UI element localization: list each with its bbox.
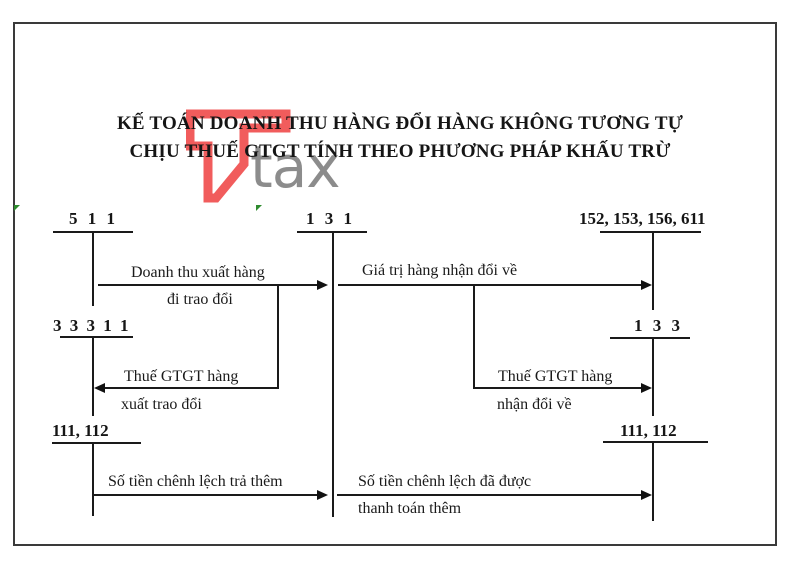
arrow-right-icon bbox=[317, 490, 328, 500]
flow-vat-out-label-1: Thuế GTGT hàng bbox=[124, 368, 239, 385]
account-152-t-stem bbox=[652, 231, 654, 310]
account-152-t-bar bbox=[600, 231, 701, 233]
diagram-frame bbox=[13, 22, 777, 546]
account-131-label: 1 3 1 bbox=[306, 209, 355, 228]
flow-received-extra-line bbox=[337, 494, 642, 496]
account-133-t-stem bbox=[652, 337, 654, 416]
account-152-153-156-611-label: 152, 153, 156, 611 bbox=[579, 209, 706, 228]
flow-vat-out-line bbox=[104, 387, 279, 389]
account-33311-label: 3 3 3 1 1 bbox=[53, 316, 131, 335]
artifact-mark bbox=[14, 205, 20, 211]
account-111-112-left-t-stem bbox=[92, 442, 94, 516]
account-511-t-stem bbox=[92, 231, 94, 306]
account-131-t-stem bbox=[332, 231, 334, 517]
arrow-left-icon bbox=[94, 383, 105, 393]
flow-pay-extra-line bbox=[94, 494, 318, 496]
account-511-label: 5 1 1 bbox=[69, 209, 118, 228]
flow-vat-out-connector bbox=[277, 284, 279, 389]
title-line-2: CHỊU THUẾ GTGT TÍNH THEO PHƯƠNG PHÁP KHẤ… bbox=[129, 141, 671, 162]
account-133-label: 1 3 3 bbox=[634, 316, 683, 335]
account-111-112-left-label: 111, 112 bbox=[52, 421, 109, 440]
account-111-112-left-t-bar bbox=[52, 442, 141, 444]
account-33311-t-bar bbox=[60, 336, 133, 338]
flow-vat-in-label-2: nhận đổi về bbox=[497, 396, 572, 413]
flow-vat-in-line bbox=[474, 387, 642, 389]
account-133-t-bar bbox=[610, 337, 690, 339]
flow-received-extra-label-2: thanh toán thêm bbox=[358, 500, 462, 517]
arrow-right-icon bbox=[317, 280, 328, 290]
watermark-text: tax bbox=[250, 133, 341, 201]
account-111-112-right-label: 111, 112 bbox=[620, 421, 677, 440]
artifact-mark bbox=[256, 205, 262, 211]
flow-goods-received-label: Giá trị hàng nhận đổi về bbox=[362, 262, 518, 279]
flow-vat-in-connector bbox=[473, 284, 475, 389]
arrow-right-icon bbox=[641, 490, 652, 500]
arrow-right-icon bbox=[641, 280, 652, 290]
arrow-right-icon bbox=[641, 383, 652, 393]
flow-revenue-line bbox=[98, 284, 318, 286]
title-line-1: KẾ TOÁN DOANH THU HÀNG ĐỔI HÀNG KHÔNG TƯ… bbox=[116, 113, 684, 134]
flow-received-extra-label-1: Số tiền chênh lệch đã được bbox=[358, 473, 532, 490]
flow-vat-out-label-2: xuất trao đổi bbox=[121, 396, 202, 413]
flow-goods-received-line bbox=[338, 284, 642, 286]
account-111-112-right-t-bar bbox=[603, 441, 708, 443]
flow-revenue-label-2: đi trao đổi bbox=[167, 291, 233, 308]
flow-revenue-label-1: Doanh thu xuất hàng bbox=[131, 264, 265, 281]
account-33311-t-stem bbox=[92, 336, 94, 416]
flow-pay-extra-label: Số tiền chênh lệch trả thêm bbox=[108, 473, 283, 490]
account-111-112-right-t-stem bbox=[652, 441, 654, 521]
flow-vat-in-label-1: Thuế GTGT hàng bbox=[498, 368, 613, 385]
